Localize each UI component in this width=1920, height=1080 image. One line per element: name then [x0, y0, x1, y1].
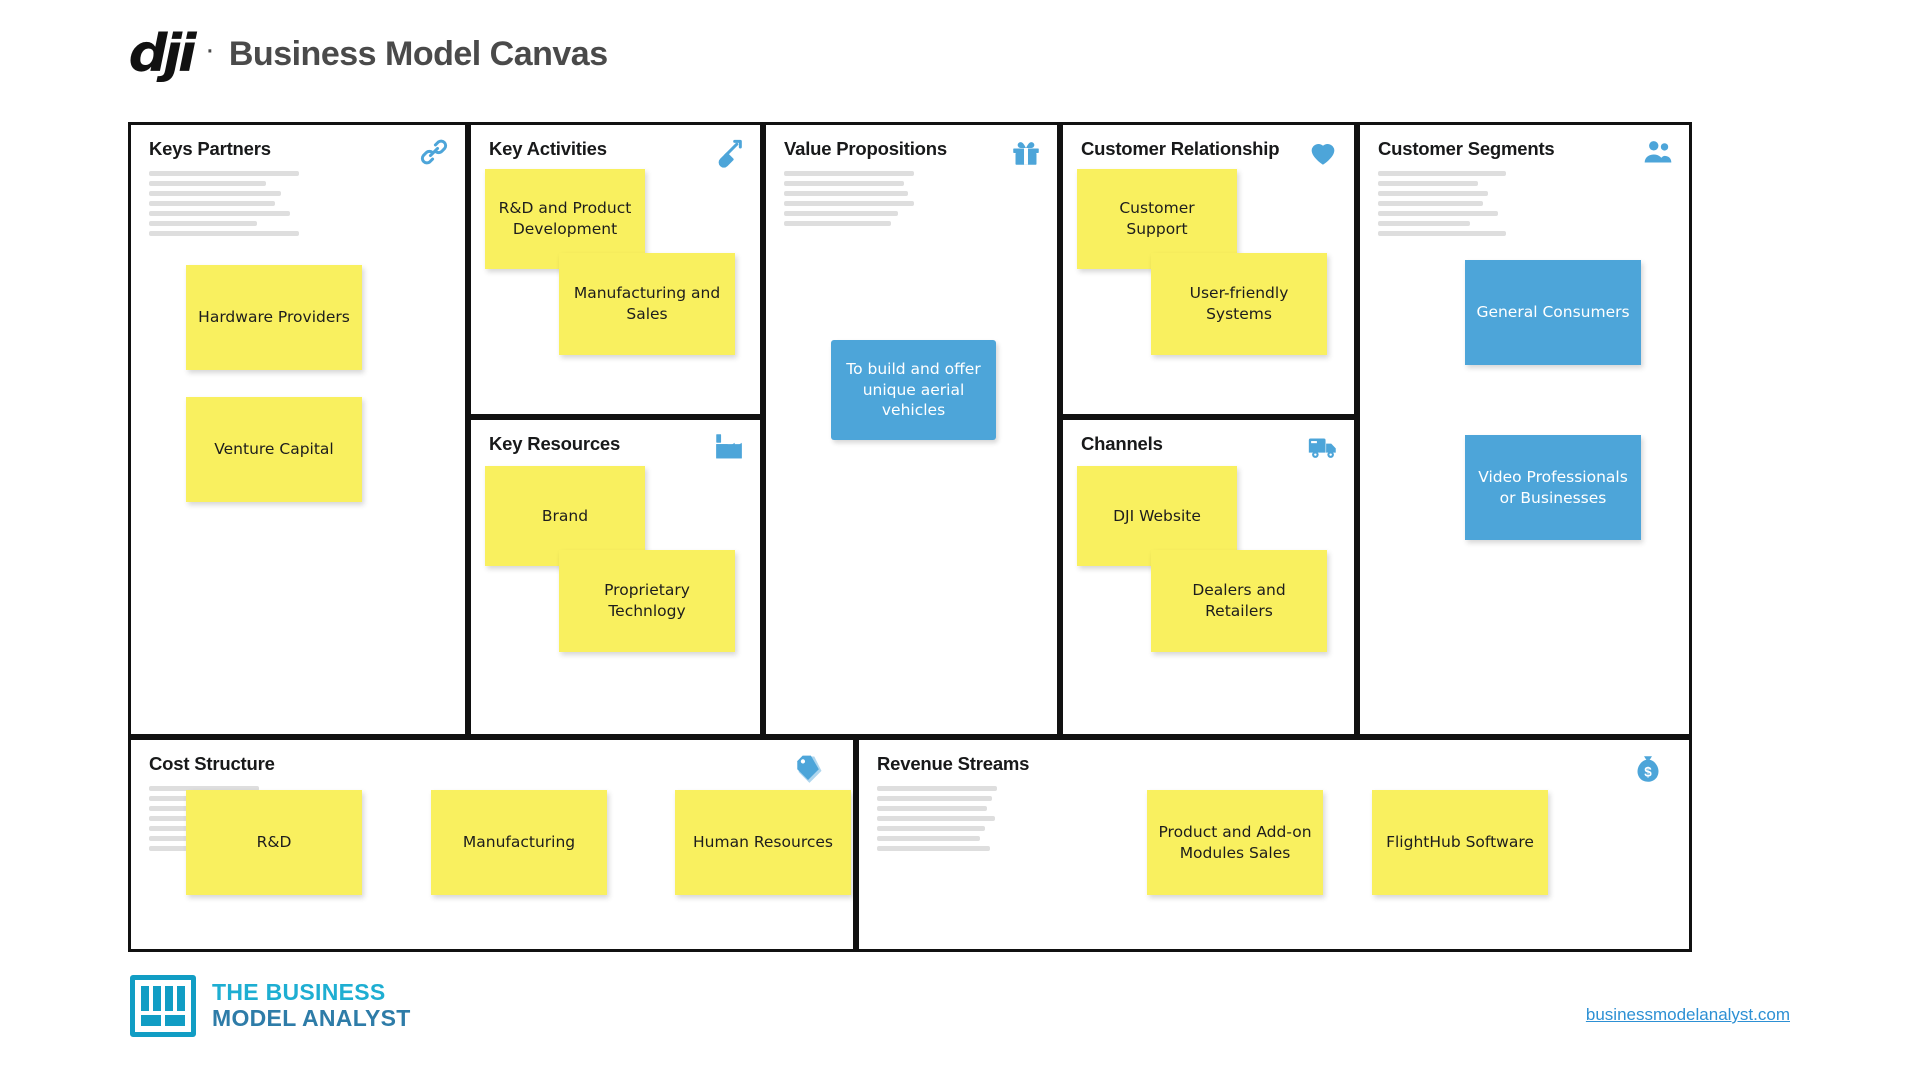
panel-title-value-propositions: Value Propositions	[784, 138, 947, 159]
footer-brand-line1: THE BUSINESS	[212, 979, 386, 1006]
placeholder-lines	[784, 171, 914, 231]
panel-customer-relationship[interactable]: Customer Relationship Customer Support U…	[1060, 122, 1357, 417]
business-model-canvas: Keys Partners Hardware Providers Venture…	[128, 122, 1792, 952]
heart-icon	[1306, 135, 1340, 169]
placeholder-lines	[877, 786, 997, 856]
note-customer-support[interactable]: Customer Support	[1077, 169, 1237, 269]
note-dealers-and-retailers[interactable]: Dealers and Retailers	[1151, 550, 1327, 652]
footer-brand-logo: THE BUSINESS MODEL ANALYST	[130, 975, 411, 1037]
note-user-friendly-systems[interactable]: User-friendly Systems	[1151, 253, 1327, 355]
note-brand[interactable]: Brand	[485, 466, 645, 566]
panel-key-activities[interactable]: Key Activities R&D and Product Developme…	[468, 122, 763, 417]
canvas-grid-logo-icon	[130, 975, 196, 1037]
panel-channels[interactable]: Channels DJI Website Dealers and Retaile…	[1060, 417, 1357, 737]
placeholder-lines	[1378, 171, 1506, 241]
panel-title-key-resources: Key Resources	[489, 433, 621, 454]
note-video-professionals[interactable]: Video Professionals or Businesses	[1465, 435, 1641, 540]
price-tags-icon	[795, 752, 829, 786]
note-general-consumers[interactable]: General Consumers	[1465, 260, 1641, 365]
panel-title-customer-relationship: Customer Relationship	[1081, 138, 1280, 159]
panel-title-revenue-streams: Revenue Streams	[877, 753, 1030, 774]
note-manufacturing-and-sales[interactable]: Manufacturing and Sales	[559, 253, 735, 355]
delivery-truck-icon	[1306, 430, 1340, 464]
dji-wordmark-logo: dji	[128, 24, 196, 84]
note-dji-website[interactable]: DJI Website	[1077, 466, 1237, 566]
panel-customer-segments[interactable]: Customer Segments General Consumers Vide…	[1357, 122, 1692, 737]
panel-title-channels: Channels	[1081, 433, 1163, 454]
note-manufacturing[interactable]: Manufacturing	[431, 790, 607, 895]
panel-key-partners[interactable]: Keys Partners Hardware Providers Venture…	[128, 122, 468, 737]
note-product-addon-modules-sales[interactable]: Product and Add-on Modules Sales	[1147, 790, 1323, 895]
page-header: dji · Business Model Canvas	[128, 24, 608, 84]
panel-value-propositions[interactable]: Value Propositions To build and offer un…	[763, 122, 1060, 737]
note-value-proposition[interactable]: To build and offer unique aerial vehicle…	[831, 340, 996, 440]
page-title: Business Model Canvas	[228, 34, 608, 73]
panel-revenue-streams[interactable]: Revenue Streams $ Product and Add-on Mod…	[856, 737, 1692, 952]
money-bag-icon: $	[1631, 752, 1665, 786]
chain-link-icon	[417, 135, 451, 169]
gift-icon	[1009, 135, 1043, 169]
note-proprietary-technology[interactable]: Proprietary Technlogy	[559, 550, 735, 652]
footer-website-link[interactable]: businessmodelanalyst.com	[1585, 1005, 1790, 1024]
note-rd[interactable]: R&D	[186, 790, 362, 895]
note-hardware-providers[interactable]: Hardware Providers	[186, 265, 362, 370]
note-human-resources[interactable]: Human Resources	[675, 790, 851, 895]
header-separator: ·	[204, 33, 215, 66]
panel-key-resources[interactable]: Key Resources Brand Proprietary Technlog…	[468, 417, 763, 737]
svg-text:$: $	[1644, 764, 1652, 779]
panel-title-customer-segments: Customer Segments	[1378, 138, 1555, 159]
panel-title-key-activities: Key Activities	[489, 138, 607, 159]
panel-title-key-partners: Keys Partners	[149, 138, 271, 159]
factory-icon	[712, 430, 746, 464]
panel-title-cost-structure: Cost Structure	[149, 753, 275, 774]
placeholder-lines	[149, 171, 299, 241]
note-rd-product-development[interactable]: R&D and Product Development	[485, 169, 645, 269]
panel-cost-structure[interactable]: Cost Structure R&D Manufacturing Human R…	[128, 737, 856, 952]
footer-brand-text: THE BUSINESS MODEL ANALYST	[212, 979, 411, 1032]
note-venture-capital[interactable]: Venture Capital	[186, 397, 362, 502]
footer-brand-line2: MODEL ANALYST	[212, 1005, 411, 1031]
note-flighthub-software[interactable]: FlightHub Software	[1372, 790, 1548, 895]
users-group-icon	[1641, 135, 1675, 169]
shovel-icon	[712, 135, 746, 169]
